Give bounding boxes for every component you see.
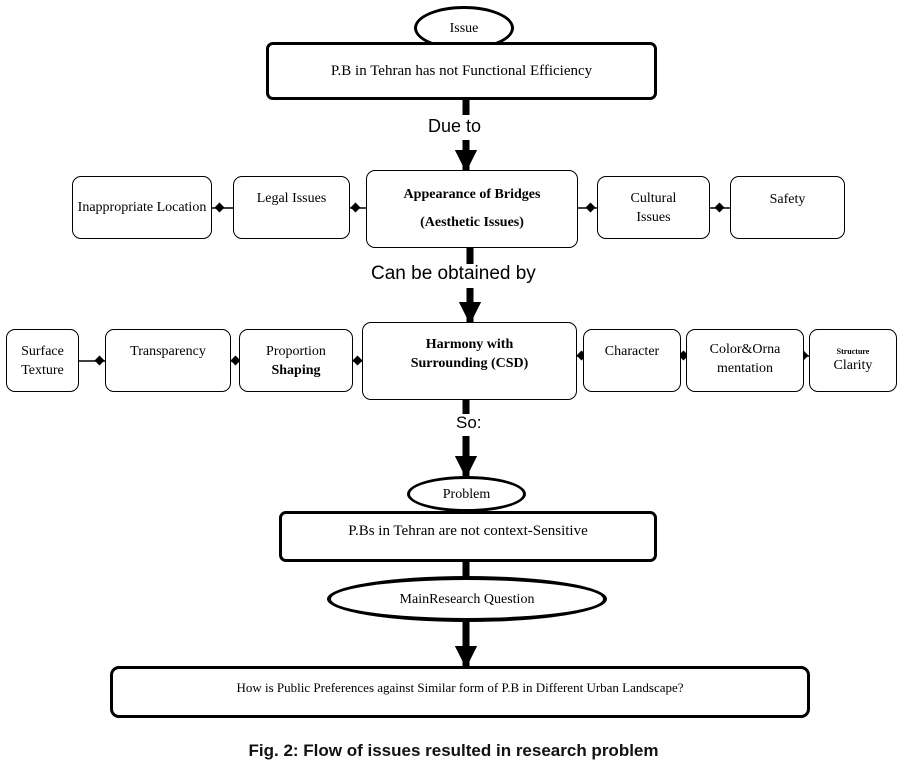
legal-issues-box: Legal Issues [233, 176, 350, 239]
link-texture-transparency-diamond [94, 355, 105, 366]
problem-statement-text: P.Bs in Tehran are not context-Sensitive [348, 523, 588, 539]
main-research-question-label: MainResearch Question [399, 591, 535, 607]
issue-statement-text: P.B in Tehran has not Functional Efficie… [330, 62, 593, 79]
link-legal-aesthetic-diamond [350, 202, 361, 213]
clarity-text: Clarity [833, 357, 873, 373]
surface-texture-box: Surface Texture [6, 329, 79, 392]
cultural-issues-box: Cultural Issues [597, 176, 710, 239]
character-box: Character [583, 329, 681, 392]
color-ornamentation-line1: Color&Orna [709, 342, 781, 357]
due-to-label: Due to [428, 116, 482, 136]
surface-texture-text: Surface Texture [21, 343, 64, 378]
character-text: Character [604, 344, 660, 359]
proportion-text: Proportion [266, 343, 326, 359]
structure-clarity-box: Structure Clarity [809, 329, 897, 392]
research-question-text: How is Public Preferences against Simila… [236, 680, 684, 695]
problem-label: Problem [442, 486, 491, 502]
inappropriate-location-text: Inappropriate Location [77, 200, 207, 215]
aesthetic-issues-title: Appearance of Bridges [403, 187, 541, 202]
link-proportion-harmony-diamond [352, 355, 363, 366]
link-cultural-safety-diamond [714, 202, 725, 213]
safety-text: Safety [769, 192, 806, 207]
so-label: So: [456, 413, 482, 432]
aesthetic-issues-subtitle: (Aesthetic Issues) [420, 215, 524, 230]
link-aesthetic-cultural-diamond [585, 202, 596, 213]
shaping-text: Shaping [271, 362, 321, 378]
color-ornamentation-line2: mentation [717, 361, 773, 376]
research-question-box: How is Public Preferences against Simila… [110, 666, 810, 718]
issue-statement-box: P.B in Tehran has not Functional Efficie… [266, 42, 657, 100]
color-ornamentation-box: Color&Orna mentation [686, 329, 804, 392]
harmony-subtitle: Surrounding (CSD) [410, 356, 529, 371]
link-transparency-proportion-diamond [230, 355, 241, 366]
issue-label: Issue [449, 20, 479, 36]
figure-caption: Fig. 2: Flow of issues resulted in resea… [248, 741, 659, 760]
structure-small-text: Structure [836, 346, 870, 356]
problem-ellipse: Problem [407, 476, 526, 512]
link-character-color-diamond [678, 350, 689, 361]
harmony-box: Harmony with Surrounding (CSD) [362, 322, 577, 400]
inappropriate-location-box: Inappropriate Location [72, 176, 212, 239]
problem-statement-box: P.Bs in Tehran are not context-Sensitive [279, 511, 657, 562]
transparency-box: Transparency [105, 329, 231, 392]
legal-issues-text: Legal Issues [256, 191, 327, 206]
transparency-text: Transparency [130, 344, 206, 359]
can-be-obtained-by-label: Can be obtained by [371, 263, 536, 284]
proportion-shaping-box: Proportion Shaping [239, 329, 353, 392]
safety-box: Safety [730, 176, 845, 239]
link-location-legal-diamond [214, 202, 225, 213]
aesthetic-issues-box: Appearance of Bridges (Aesthetic Issues) [366, 170, 578, 248]
harmony-title: Harmony with [425, 337, 514, 352]
cultural-issues-text: Cultural Issues [630, 190, 677, 225]
main-research-question-ellipse: MainResearch Question [327, 576, 607, 622]
